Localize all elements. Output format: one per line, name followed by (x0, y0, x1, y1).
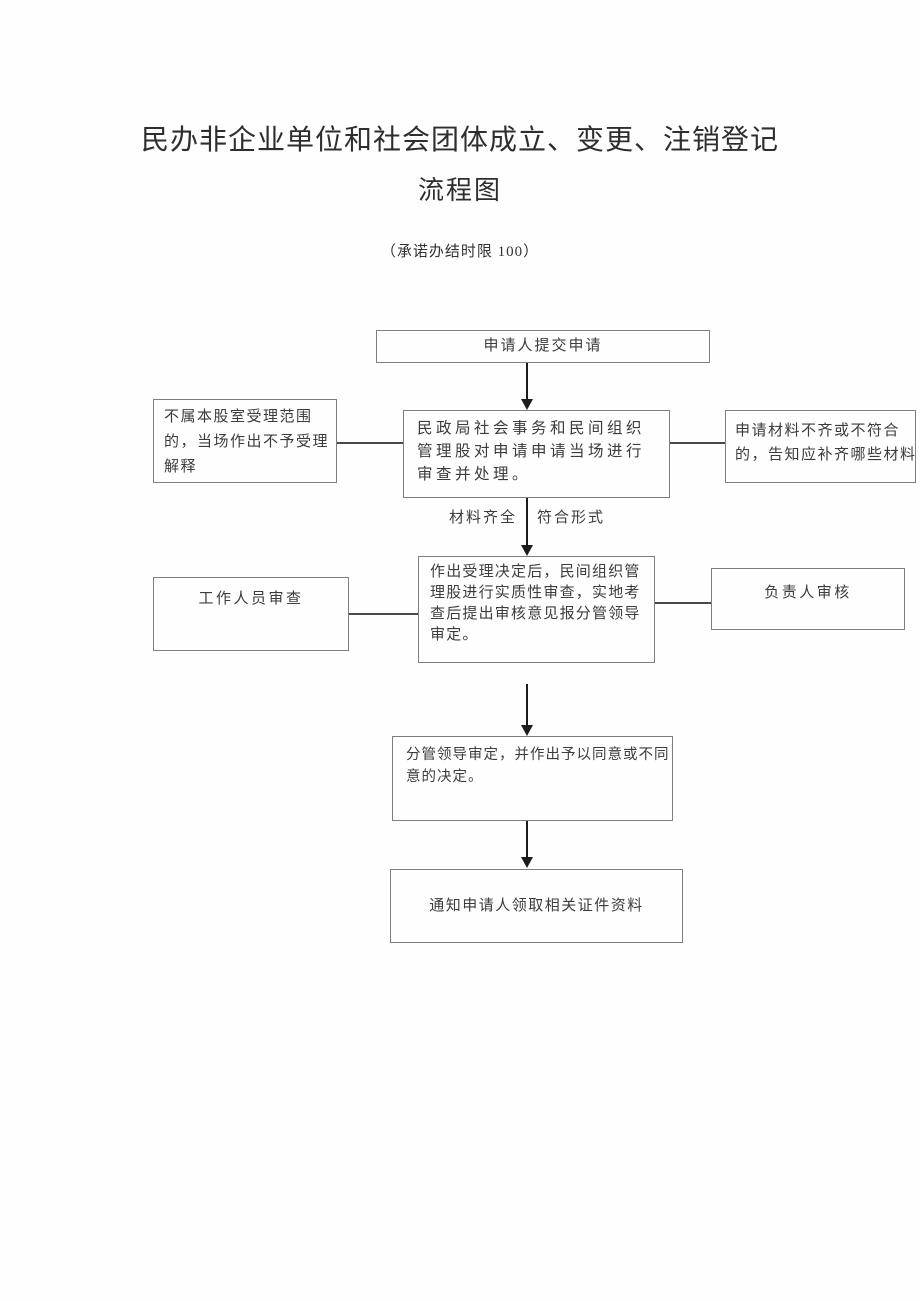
arrow-line-submit-to-review (526, 363, 528, 403)
flow-box-incomplete-materials: 申请材料不齐或不符合 的，告知应补齐哪些材料 (725, 410, 916, 483)
flow-box-submit-label: 申请人提交申请 (483, 338, 603, 354)
page-subtitle-time-limit: （承诺办结时限 100） (380, 244, 540, 260)
flow-box-reject-line: 不属本股室受理范围 (164, 409, 313, 425)
flow-box-review-line: 管理股对申请申请当场进行 (417, 443, 646, 460)
flow-box-review-line: 审查并处理。 (417, 466, 532, 483)
arrowhead-icon (521, 725, 533, 736)
flow-box-acceptance-line: 理股进行实质性审查，实地考 (430, 585, 641, 601)
branch-label-materials-complete: 材料齐全 (449, 510, 518, 526)
flow-box-acceptance-line: 审定。 (430, 627, 479, 643)
connector-staff-to-acceptance (349, 613, 418, 615)
flow-box-onsite-review: 民政局社会事务和民间组织 管理股对申请申请当场进行 审查并处理。 (403, 410, 670, 498)
arrow-line-decision-to-notify (526, 821, 528, 858)
flow-box-notify-label: 通知申请人领取相关证件资料 (429, 897, 644, 914)
flow-box-submit-application: 申请人提交申请 (376, 330, 710, 363)
connector-reject-to-review (337, 442, 403, 444)
connector-acceptance-to-leader (655, 602, 711, 604)
flow-box-decision-line: 意的决定。 (406, 769, 484, 785)
flow-box-acceptance-line: 作出受理决定后，民间组织管 (430, 564, 641, 580)
flow-box-leader-decision: 分管领导审定，并作出予以同意或不同 意的决定。 (392, 736, 673, 821)
flow-box-materials-line: 申请材料不齐或不符合 (735, 423, 901, 439)
arrow-line-acceptance-to-decision (526, 684, 528, 726)
arrowhead-icon (521, 399, 533, 410)
flow-box-not-accepted-explanation: 不属本股室受理范围 的，当场作出不予受理 解释 (153, 399, 337, 483)
connector-review-to-materials (670, 442, 725, 444)
arrowhead-icon (521, 545, 533, 556)
flow-box-acceptance-line: 查后提出审核意见报分管领导 (430, 606, 641, 622)
arrow-line-review-to-acceptance (526, 498, 528, 546)
flow-box-staff-review: 工作人员审查 (153, 577, 349, 651)
flow-box-review-line: 民政局社会事务和民间组织 (417, 420, 646, 437)
flow-box-notify-applicant: 通知申请人领取相关证件资料 (390, 869, 683, 943)
flow-box-leader-review-label: 负责人审核 (764, 585, 852, 601)
page-title-line1: 民办非企业单位和社会团体成立、变更、注销登记 (140, 125, 779, 156)
flow-box-responsible-person-review: 负责人审核 (711, 568, 905, 630)
flow-box-reject-line: 的，当场作出不予受理 (164, 434, 330, 450)
page-title-line2: 流程图 (417, 176, 502, 205)
branch-label-conforms-to-form: 符合形式 (537, 510, 606, 526)
flow-box-materials-line: 的，告知应补齐哪些材料 (735, 447, 917, 463)
flow-box-reject-line: 解释 (164, 459, 198, 475)
flow-box-acceptance-substantive-review: 作出受理决定后，民间组织管 理股进行实质性审查，实地考 查后提出审核意见报分管领… (418, 556, 655, 663)
flow-box-decision-line: 分管领导审定，并作出予以同意或不同 (406, 747, 670, 763)
arrowhead-icon (521, 857, 533, 868)
flow-box-staff-label: 工作人员审查 (198, 591, 304, 607)
